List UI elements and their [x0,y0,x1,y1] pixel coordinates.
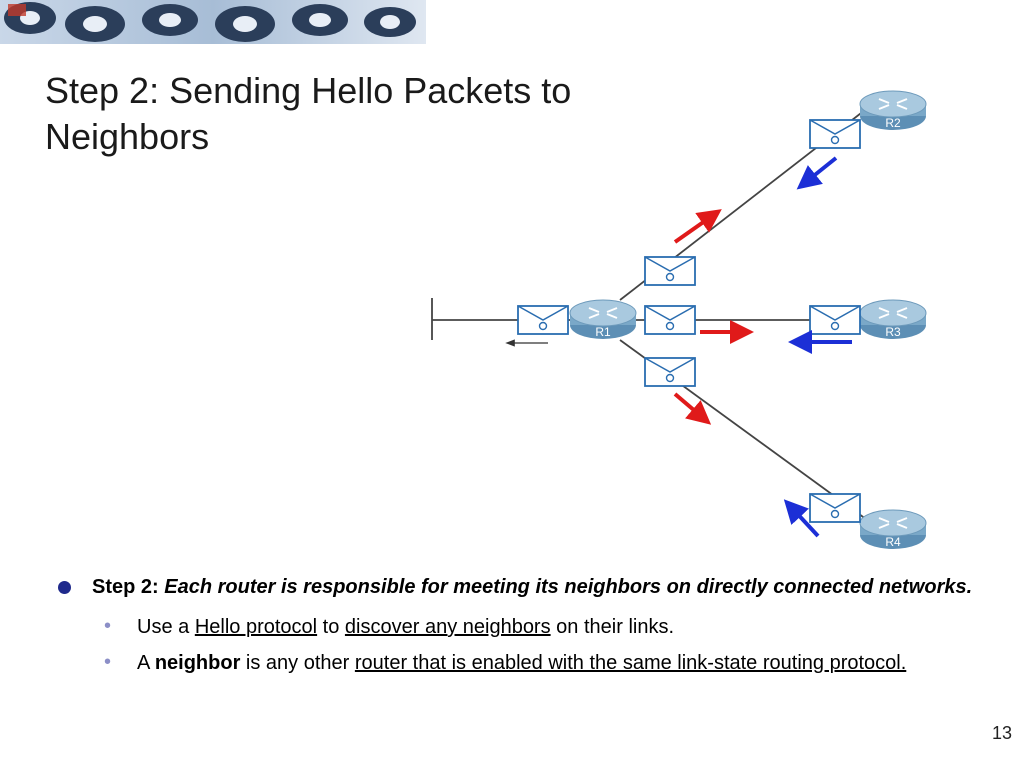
bullet-list: Step 2: Each router is responsible for m… [56,572,976,678]
sub2-neighbor: neighbor [154,652,241,674]
sub1-post: on their links. [556,616,675,638]
hello-envelope-r2 [809,119,861,149]
arrow-r1-to-r4 [673,392,712,425]
sub2-pre: A [137,652,150,674]
bullet-dot-icon [58,581,71,594]
page-number: 13 [991,723,1012,743]
sub2-mid: is any other [245,652,350,674]
router-r4: R4 [859,509,927,550]
sub2-router-definition: router that is enabled with the same lin… [354,652,907,674]
router-r1: R1 [569,299,637,340]
arrow-r4-to-r1 [783,499,820,538]
router-r2-label: R2 [885,116,901,130]
router-r4-label: R4 [885,535,901,549]
sub1-pre: Use a [137,616,190,638]
hello-envelope-r1-down [644,357,696,387]
bullet-main-label: Step 2: [92,576,159,598]
header-banner-image [0,0,426,44]
router-r3: R3 [859,299,927,340]
arrow-r2-to-r1 [796,156,838,190]
router-r2: R2 [859,90,927,131]
hello-envelope-r3 [809,305,861,335]
hello-envelope-r1-right [644,305,696,335]
hello-envelope-r4 [809,493,861,523]
sub1-hello-protocol: Hello protocol [194,616,318,638]
link-r1-r4 [619,339,871,523]
bullet-sub-2: • A neighbor is any other router that is… [56,648,976,678]
bullet-sub-1: • Use a Hello protocol to discover any n… [56,612,976,642]
hello-envelope-lan [517,305,569,335]
router-r1-label: R1 [595,325,611,339]
sub-bullet-dot-icon: • [104,651,112,673]
hello-envelope-r1-up [644,256,696,286]
title-line-2: Neighbors [45,116,210,157]
sub1-mid: to [322,616,340,638]
title-line-1: Step 2: Sending Hello Packets to [45,70,572,111]
router-r3-label: R3 [885,325,901,339]
bullet-main: Step 2: Each router is responsible for m… [56,572,976,602]
sub1-discover-neighbors: discover any neighbors [344,616,551,638]
slide-title: Step 2: Sending Hello Packets to Neighbo… [45,68,665,160]
arrow-r1-to-r2 [673,209,722,244]
sub-bullet-dot-icon: • [104,615,112,637]
bullet-main-text: Each router is responsible for meeting i… [164,576,973,598]
